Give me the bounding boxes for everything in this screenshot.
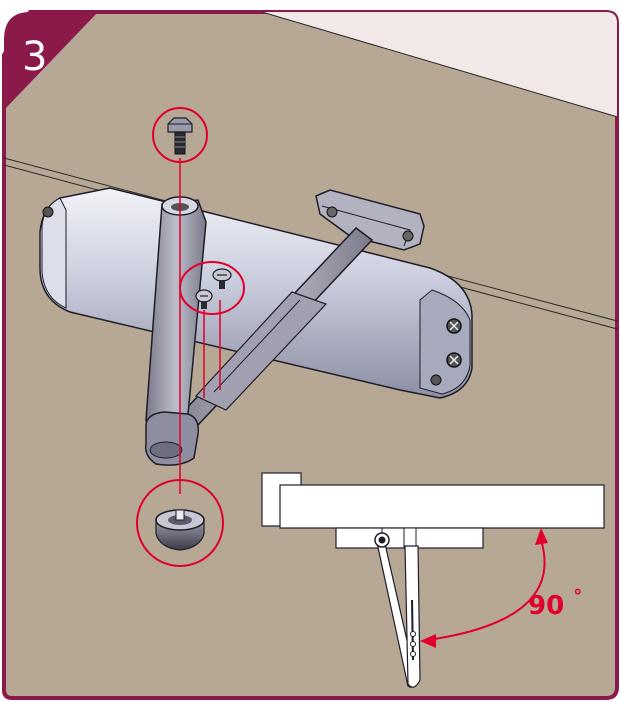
angle-label: 90 °: [528, 586, 582, 621]
step-badge: 3: [4, 12, 98, 110]
door-closer-body: [39, 187, 473, 399]
bolt-callout: [152, 107, 208, 163]
closer-body-main: [39, 187, 473, 399]
endcap-screw-lower-icon: [446, 352, 462, 368]
closer-left-screw-icon: [42, 206, 54, 218]
angle-value: 90: [528, 591, 564, 621]
screws-callout: [179, 261, 245, 315]
step-number: 3: [22, 34, 47, 80]
bracket-screw-right-icon: [402, 230, 414, 242]
shoe-cap-icon: [155, 509, 205, 551]
angle-arrow-icon: [420, 528, 548, 648]
screw-icon: [212, 268, 232, 289]
wall-edge-line: [261, 12, 617, 119]
bolt-icon: [167, 117, 193, 155]
callout-lines: [179, 158, 221, 494]
closer-endcap-right: [419, 289, 471, 395]
top-view-inset: 90 °: [261, 472, 605, 688]
screw-icon-second: [195, 289, 213, 309]
bracket-screw-left-icon: [326, 206, 338, 218]
forearm-top-view: [403, 527, 421, 688]
bolt-callout-circle: [152, 107, 208, 163]
cap-callout: [136, 479, 224, 567]
arm-shoe-bracket: [315, 189, 425, 251]
endcap-screw-upper-icon: [446, 318, 462, 334]
angle-unit: °: [573, 586, 582, 607]
step-badge-shape: [4, 12, 98, 110]
closer-endcap-left: [41, 197, 67, 309]
main-arm: [144, 196, 207, 466]
endcap-screw-side-icon: [430, 374, 442, 386]
forearm: [166, 226, 374, 444]
cap-callout-circle: [136, 479, 224, 567]
screws-callout-ellipse: [179, 261, 245, 315]
forearm-adjust-sleeve: [195, 291, 328, 411]
door-frame-header: [279, 484, 605, 529]
